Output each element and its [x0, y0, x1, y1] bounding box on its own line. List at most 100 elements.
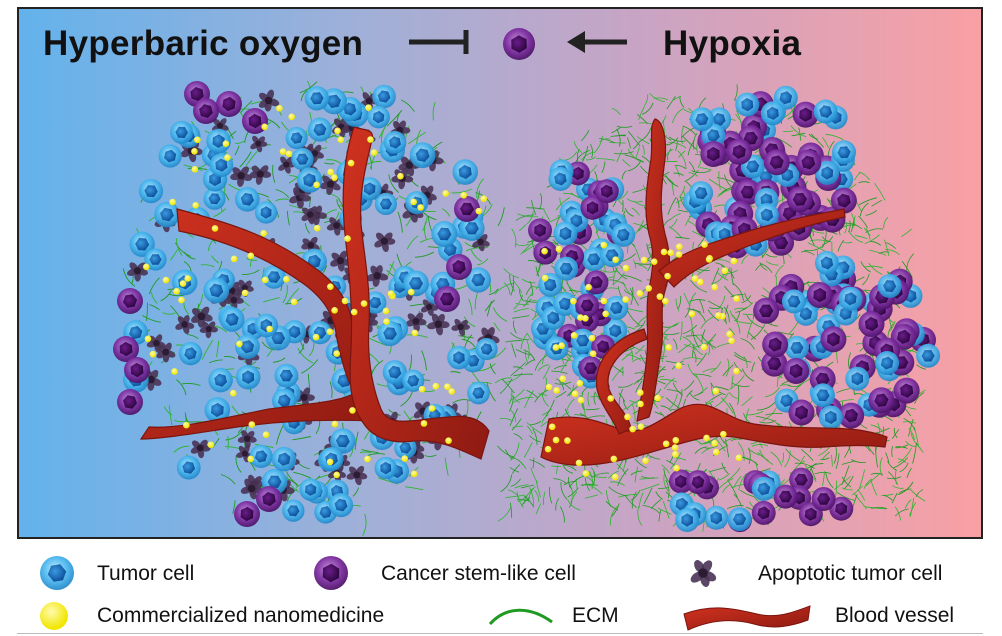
nanomedicine-particle	[637, 423, 645, 431]
apoptotic-tumor-cell	[230, 166, 252, 187]
nanomedicine-particle	[194, 136, 201, 144]
cancer-stem-like-cell	[773, 484, 798, 509]
tumor-cell	[291, 147, 314, 171]
legend-tumor-cell: Tumor cell	[97, 562, 195, 585]
nanomedicine-particle	[662, 297, 669, 305]
tumor-cell	[554, 256, 579, 281]
apoptotic-tumor-cell	[301, 206, 321, 225]
tumor-cell	[727, 507, 752, 532]
apoptotic-tumor-cell	[224, 292, 244, 311]
left-nanomedicine-particles	[143, 104, 488, 479]
nanomedicine-particle	[545, 383, 553, 391]
tumor-cell	[374, 456, 397, 480]
arrow-left-icon	[567, 31, 627, 53]
nanomedicine-particle	[588, 334, 596, 342]
ecm-icon	[488, 608, 553, 626]
nanomedicine-particle	[344, 235, 351, 242]
nanomedicine-particle	[229, 389, 237, 397]
nanomedicine-particle	[656, 293, 664, 300]
cancer-stem-like-cell	[761, 350, 788, 377]
legend: Tumor cell Cancer stem-like cell Apoptot…	[0, 540, 1002, 636]
nanomedicine-particle	[183, 421, 190, 429]
nanomedicine-particle	[410, 198, 417, 206]
tumor-cell	[304, 86, 330, 111]
nanomedicine-particle	[589, 350, 597, 357]
nanomedicine-particle	[712, 387, 720, 395]
nanomedicine-particle	[312, 333, 320, 341]
apoptotic-tumor-cell	[278, 156, 296, 174]
nanomedicine-particle	[558, 342, 565, 349]
tumor-cell	[203, 187, 226, 210]
right-tumor-cells	[528, 85, 941, 533]
cancer-stem-like-cell	[726, 138, 753, 165]
nanomedicine-particle	[262, 431, 270, 438]
apoptotic-tumor-cell	[249, 165, 272, 185]
nanomedicine-particle	[383, 318, 390, 325]
tumor-cell	[249, 444, 273, 469]
nanomedicine-particle	[171, 368, 178, 375]
tumor-cell	[735, 92, 760, 117]
cancer-stem-like-cell	[454, 196, 480, 222]
nanomedicine-particle	[720, 430, 727, 438]
tumor-cell	[328, 492, 354, 518]
nanomedicine-particle	[370, 149, 378, 156]
tumor-cell	[271, 446, 297, 472]
nanomedicine-particle	[410, 470, 418, 478]
nanomedicine-particle	[382, 307, 390, 315]
nanomedicine-particle	[721, 267, 729, 274]
nanomedicine-particle	[143, 263, 150, 271]
tumor-cell	[403, 270, 429, 297]
nanomedicine-particle	[432, 382, 440, 390]
tumor-cell	[274, 363, 299, 388]
nanomedicine-particle	[442, 190, 449, 197]
apoptotic-tumor-cell	[127, 262, 149, 282]
nanomedicine-particle	[726, 330, 733, 338]
nanomedicine-particle	[733, 367, 740, 375]
nanomedicine-particle	[728, 337, 735, 345]
nanomedicine-particle	[236, 340, 243, 348]
cancer-stem-like-cell	[503, 28, 535, 60]
tumor-cell	[818, 405, 843, 430]
nanomedicine-particle	[149, 350, 157, 358]
tumor-cell	[875, 351, 900, 376]
tumor-cell	[158, 144, 182, 168]
nanomedicine-particle	[552, 344, 560, 351]
cancer-stem-like-cell	[820, 326, 847, 353]
tumor-cell	[235, 364, 261, 390]
nanomedicine-particle	[667, 249, 674, 257]
nanomedicine-particle	[169, 198, 176, 206]
tumor-cell	[178, 341, 203, 366]
tumor-cell	[452, 159, 479, 185]
tumor-cell	[204, 397, 231, 423]
cancer-stem-like-cell	[789, 467, 814, 492]
nanomedicine-particle	[575, 459, 583, 467]
tumor-cell	[285, 126, 308, 150]
nanomedicine-icon	[40, 602, 68, 630]
nanomedicine-particle	[548, 423, 556, 431]
cancer-stem-like-cell	[829, 496, 854, 521]
nanomedicine-particle	[703, 434, 710, 442]
nanomedicine-particle	[428, 405, 436, 412]
nanomedicine-particle	[636, 389, 644, 396]
nanomedicine-particle	[675, 362, 682, 369]
nanomedicine-particle	[313, 224, 321, 232]
tumor-cell	[459, 215, 485, 241]
nanomedicine-particle	[735, 454, 743, 462]
nanomedicine-particle	[672, 436, 680, 444]
nanomedicine-particle	[701, 241, 708, 248]
nanomedicine-particle	[622, 264, 630, 272]
tumor-cell	[916, 343, 941, 368]
nanomedicine-particle	[179, 280, 187, 287]
cancer-stem-like-cell	[117, 288, 143, 314]
cancer-stem-like-cell	[700, 141, 727, 168]
nanomedicine-particle	[350, 308, 358, 316]
apoptotic-tumor-cell	[690, 560, 717, 587]
nanomedicine-particle	[637, 400, 644, 408]
cancer-stem-like-cell	[580, 195, 605, 220]
cancer-stem-like-cell	[786, 186, 813, 213]
nanomedicine-particle	[577, 314, 584, 321]
nanomedicine-particle	[349, 407, 356, 414]
tumor-cell	[814, 250, 839, 275]
cancer-stem-like-cell	[124, 357, 150, 383]
nanomedicine-particle	[564, 437, 571, 444]
